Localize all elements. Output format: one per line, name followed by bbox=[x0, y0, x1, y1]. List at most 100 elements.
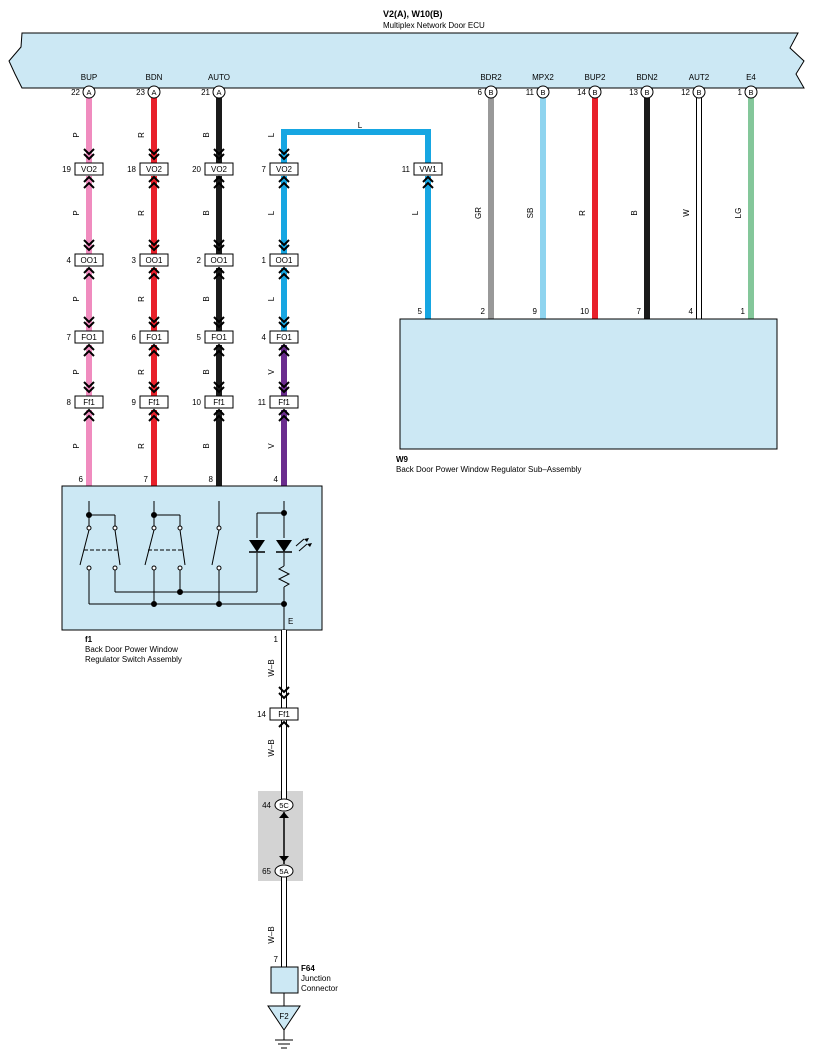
chev-down2-2-3 bbox=[213, 381, 225, 389]
chev-vw1 bbox=[422, 175, 434, 183]
chev-up-0-0 bbox=[83, 175, 95, 183]
conn-ff1-9-name: Ff1 bbox=[148, 398, 160, 407]
ecu-pin-label-bdn: BDN bbox=[146, 73, 163, 82]
junction-dot-10 bbox=[177, 565, 183, 571]
wire-w9-color-b: GR bbox=[474, 207, 483, 219]
conn-oo1-2-name: OO1 bbox=[211, 256, 228, 265]
ecu-pin-number-bdn: 23 bbox=[136, 88, 145, 97]
chev-down2-3-1 bbox=[278, 239, 290, 247]
ecu-conn-bdn2-letter: B bbox=[644, 88, 649, 97]
wire-0-label-1: P bbox=[72, 210, 81, 215]
f64-line2: Connector bbox=[301, 984, 338, 993]
chev-up2-2-1 bbox=[213, 272, 225, 280]
ecu-pin-label-auto: AUTO bbox=[208, 73, 230, 82]
ecu-conn-auto-circle bbox=[212, 85, 226, 99]
chev-up2-3-2 bbox=[278, 349, 290, 357]
conn-fo1-5-name: FO1 bbox=[211, 333, 227, 342]
ecu-body bbox=[8, 32, 805, 89]
wire-0-label-4: P bbox=[72, 443, 81, 448]
chev-down2-2-0 bbox=[213, 148, 225, 156]
wire-3-label-0: L bbox=[267, 132, 276, 137]
conn-vo2-19-name: VO2 bbox=[81, 165, 98, 174]
junction-dot-8 bbox=[112, 565, 118, 571]
wire-1-label-4: R bbox=[137, 443, 146, 449]
wire-l-bridge-label: L bbox=[358, 121, 363, 130]
wire-0-label-2: P bbox=[72, 296, 81, 301]
ecu-conn-mpx2-circle bbox=[536, 85, 550, 99]
conn-vo2-19-pin: 19 bbox=[62, 165, 71, 174]
chev-up2-3-0 bbox=[278, 181, 290, 189]
conn-vo2-19-box bbox=[74, 162, 104, 176]
conn-vw1-box bbox=[413, 162, 443, 176]
ecu-pin-number-bup: 22 bbox=[71, 88, 80, 97]
wire-3-label-3: V bbox=[267, 369, 276, 375]
switch-symbols bbox=[249, 538, 312, 553]
ecu-conn-e4-letter: B bbox=[748, 88, 753, 97]
conn-ff1-10-box bbox=[204, 395, 234, 409]
chev-down-3-1 bbox=[278, 244, 290, 252]
ecu-conn-e4-circle bbox=[744, 85, 758, 99]
wire-1-label-2: R bbox=[137, 296, 146, 302]
junction-dot-1 bbox=[151, 512, 157, 518]
chev-down2-0-3 bbox=[83, 381, 95, 389]
chev-ff1-ground bbox=[278, 720, 290, 728]
conn-vo2-7-name: VO2 bbox=[276, 165, 293, 174]
junction-dot-14 bbox=[151, 525, 157, 531]
chev-down2-0-1 bbox=[83, 239, 95, 247]
conn-vo2-20-name: VO2 bbox=[211, 165, 228, 174]
ecu-pin-number-bup2: 14 bbox=[577, 88, 586, 97]
w9-pin-num-b: 2 bbox=[481, 307, 486, 316]
chev-up-3-2 bbox=[278, 343, 290, 351]
chev-down-1-3 bbox=[148, 386, 160, 394]
junction-dot-0 bbox=[86, 512, 92, 518]
conn-5a-name: 5A bbox=[279, 867, 288, 876]
chev-down2-1-0 bbox=[148, 148, 160, 156]
conn-ff1-10-pin: 10 bbox=[192, 398, 201, 407]
ecu-conn-aut2-letter: B bbox=[696, 88, 701, 97]
conn-ff1-9-box bbox=[139, 395, 169, 409]
chev-down2-3-3 bbox=[278, 381, 290, 389]
f1-pin-7: 7 bbox=[144, 475, 149, 484]
f1-pin-4: 4 bbox=[274, 475, 279, 484]
f64-line1: Junction bbox=[301, 974, 331, 983]
conn-oo1-2-box bbox=[204, 253, 234, 267]
conn-fo1-4-box bbox=[269, 330, 299, 344]
conn-ff1-ground-pin: 14 bbox=[257, 710, 266, 719]
chev-down-0-2 bbox=[83, 321, 95, 329]
conn-oo1-1-box bbox=[269, 253, 299, 267]
conn-oo1-3-pin: 3 bbox=[132, 256, 137, 265]
ecu-pin-number-bdn2: 13 bbox=[629, 88, 638, 97]
conn-5c-name: 5C bbox=[279, 801, 289, 810]
ground-wire-label-3: W–B bbox=[267, 926, 276, 943]
f1-ground-pin: 1 bbox=[274, 635, 279, 644]
wire-2-label-3: B bbox=[202, 369, 211, 374]
conn-fo1-4-name: FO1 bbox=[276, 333, 292, 342]
conn-ff1-ground-box bbox=[269, 707, 299, 721]
conn-ff1-8-pin: 8 bbox=[67, 398, 72, 407]
splice-arrow-down bbox=[279, 856, 289, 862]
wire-vw1-label: L bbox=[411, 210, 420, 215]
chev-down-2-3 bbox=[213, 386, 225, 394]
ecu-pin-number-bdr2: 6 bbox=[478, 88, 483, 97]
ecu-conn-bdn-letter: A bbox=[151, 88, 156, 97]
ecu-pin-number-e4: 1 bbox=[738, 88, 743, 97]
wire-w9-color-auto: W bbox=[682, 209, 691, 217]
conn-ff1-ground-name: Ff1 bbox=[278, 710, 290, 719]
conn-oo1-3-box bbox=[139, 253, 169, 267]
w9-pin-num-gnd: 1 bbox=[741, 307, 746, 316]
conn-5a-oval bbox=[274, 864, 294, 878]
chev-up-1-0 bbox=[148, 175, 160, 183]
conn-oo1-2-pin: 2 bbox=[197, 256, 202, 265]
wire-3-label-4: V bbox=[267, 443, 276, 449]
chev-down-0-3 bbox=[83, 386, 95, 394]
chev-down2-2-2 bbox=[213, 316, 225, 324]
conn-vo2-18-pin: 18 bbox=[127, 165, 136, 174]
ecu-pin-label-bup: BUP bbox=[81, 73, 97, 82]
junction-dot-5 bbox=[281, 601, 287, 607]
ecu-conn-bup-circle bbox=[82, 85, 96, 99]
w9-name: Back Door Power Window Regulator Sub–Ass… bbox=[396, 465, 581, 474]
f1-id: f1 bbox=[85, 635, 93, 644]
chev-up2-0-3 bbox=[83, 414, 95, 422]
chev-ff1-ground-down bbox=[278, 692, 290, 700]
w9-id: W9 bbox=[396, 455, 409, 464]
